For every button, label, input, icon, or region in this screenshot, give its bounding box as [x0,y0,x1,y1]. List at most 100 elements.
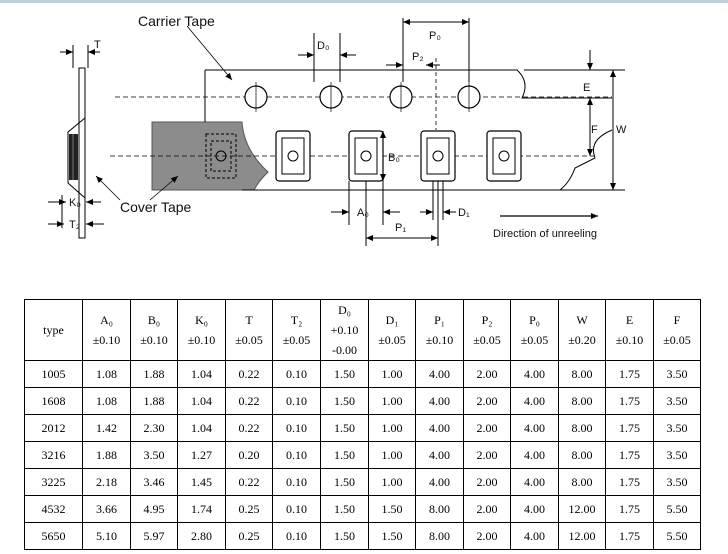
value-cell: 1.50 [320,522,369,550]
value-cell: 0.10 [272,468,321,496]
value-cell: 1.50 [320,441,369,469]
value-cell: 1.50 [368,495,416,523]
value-cell: 1.00 [368,468,416,496]
value-cell: 0.10 [272,441,321,469]
value-cell: 1.75 [605,495,654,523]
dim-label-B0: B₀ [388,152,400,164]
value-cell: 0.22 [225,468,273,496]
value-cell: 0.10 [272,522,321,550]
tape-dimension-table: type A₀±0.10 B₀±0.10 K₀±0.10 T±0.05 T₂±0… [24,299,701,550]
dim-label-D0: D₀ [317,40,330,52]
header-t2: T₂±0.05 [272,299,321,361]
dim-label-K0: K₀ [69,197,81,209]
sprocket-holes [244,82,481,112]
header-f: F±0.05 [653,299,701,361]
value-cell: 2.00 [463,522,511,550]
type-cell: 1608 [24,387,83,415]
table-header-row: type A₀±0.10 B₀±0.10 K₀±0.10 T±0.05 T₂±0… [24,299,701,361]
header-e: E±0.10 [605,299,654,361]
value-cell: 3.50 [653,441,701,469]
carrier-tape-label: Carrier Tape [138,13,215,29]
value-cell: 5.50 [653,522,701,550]
value-cell: 1.75 [605,522,654,550]
value-cell: 8.00 [558,414,606,442]
value-cell: 8.00 [558,360,606,388]
value-cell: 5.50 [653,495,701,523]
dim-label-F: F [591,124,598,136]
value-cell: 12.00 [558,522,606,550]
dim-label-T: T [94,39,101,51]
value-cell: 4.00 [510,441,559,469]
header-p0: P₀±0.05 [510,299,559,361]
value-cell: 3.50 [653,387,701,415]
value-cell: 1.27 [177,441,226,469]
value-cell: 0.22 [225,414,273,442]
value-cell: 2.00 [463,468,511,496]
direction-label: Direction of unreeling [493,228,597,240]
value-cell: 4.00 [415,387,464,415]
value-cell: 1.00 [368,360,416,388]
header-p1: P₁±0.10 [415,299,464,361]
value-cell: 1.04 [177,360,226,388]
type-cell: 3225 [24,468,83,496]
value-cell: 3.50 [653,360,701,388]
header-d0: D₀+0.10-0.00 [320,299,369,361]
header-w: W±0.20 [558,299,606,361]
dim-label-P0: P₀ [429,30,441,42]
dim-label-T2: T₂ [69,219,80,231]
type-cell: 4532 [24,495,83,523]
value-cell: 3.50 [653,414,701,442]
value-cell: 1.04 [177,414,226,442]
value-cell: 1.75 [605,387,654,415]
type-cell: 5650 [24,522,83,550]
value-cell: 4.95 [130,495,178,523]
value-cell: 0.10 [272,414,321,442]
value-cell: 2.80 [177,522,226,550]
value-cell: 2.00 [463,387,511,415]
value-cell: 2.18 [82,468,131,496]
value-cell: 1.75 [605,441,654,469]
value-cell: 1.45 [177,468,226,496]
dim-label-D1: D₁ [458,207,470,219]
value-cell: 1.74 [177,495,226,523]
carrier-tape-diagram: T K₀ T₂ [48,13,627,246]
value-cell: 0.20 [225,441,273,469]
header-p2: P₂±0.05 [463,299,511,361]
tape-side-view [48,45,104,239]
type-cell: 3216 [24,441,83,469]
value-cell: 0.25 [225,495,273,523]
value-cell: 8.00 [558,468,606,496]
value-cell: 3.50 [653,468,701,496]
value-cell: 1.50 [320,360,369,388]
value-cell: 8.00 [558,441,606,469]
dim-label-A0: A₀ [357,207,369,219]
value-cell: 4.00 [510,360,559,388]
value-cell: 1.75 [605,414,654,442]
value-cell: 1.75 [605,468,654,496]
value-cell: 4.00 [510,387,559,415]
value-cell: 8.00 [415,522,464,550]
cover-tape-label: Cover Tape [120,199,192,215]
dim-label-P2: P₂ [412,51,424,63]
type-cell: 2012 [24,414,83,442]
value-cell: 5.10 [82,522,131,550]
value-cell: 1.04 [177,387,226,415]
value-cell: 3.66 [82,495,131,523]
value-cell: 12.00 [558,495,606,523]
header-d1: D₁±0.05 [368,299,416,361]
top-border-line [0,0,728,3]
dim-label-W: W [616,124,627,136]
value-cell: 8.00 [415,495,464,523]
value-cell: 1.08 [82,360,131,388]
value-cell: 0.22 [225,360,273,388]
value-cell: 2.00 [463,360,511,388]
value-cell: 0.22 [225,387,273,415]
header-type: type [24,299,83,361]
value-cell: 4.00 [415,468,464,496]
value-cell: 1.00 [368,441,416,469]
value-cell: 3.46 [130,468,178,496]
